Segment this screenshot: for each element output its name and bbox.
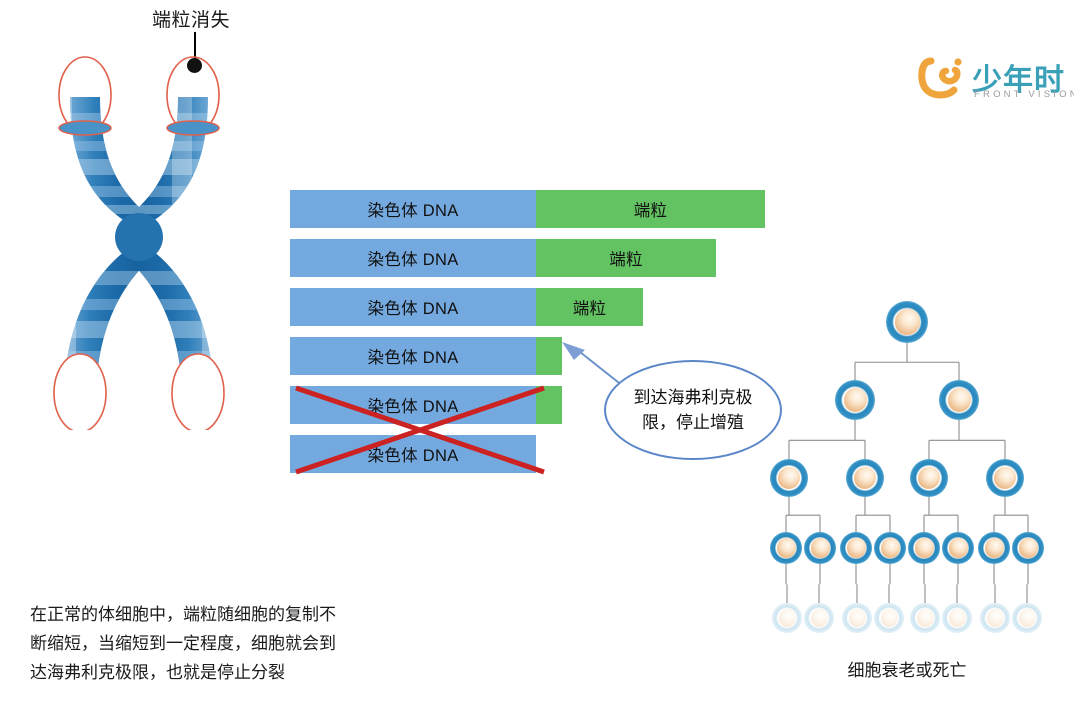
telomere-segment: 端粒 bbox=[536, 288, 643, 326]
logo-chinese-text: 少年时 bbox=[972, 64, 1065, 97]
senescent-cell bbox=[910, 603, 940, 633]
dividing-cell bbox=[846, 459, 884, 497]
telomere-segment: 端粒 bbox=[536, 239, 716, 277]
bar-row: 染色体 DNA bbox=[290, 386, 562, 424]
telomere-cap-top-left bbox=[58, 56, 112, 136]
callout-line-2: 限，停止增殖 bbox=[642, 413, 744, 432]
dividing-cell bbox=[1012, 532, 1044, 564]
cell-nucleus bbox=[915, 538, 934, 558]
cell-nucleus bbox=[986, 609, 1004, 627]
cell-nucleus bbox=[916, 609, 934, 627]
cell-nucleus bbox=[895, 309, 920, 335]
senescent-cell bbox=[842, 603, 872, 633]
cell-nucleus bbox=[777, 538, 796, 558]
cell-nucleus bbox=[949, 538, 968, 558]
chromosome-dna-segment: 染色体 DNA bbox=[290, 190, 536, 228]
dividing-cell bbox=[840, 532, 872, 564]
cell-nucleus bbox=[778, 609, 796, 627]
cell-nucleus bbox=[848, 609, 866, 627]
cell-nucleus bbox=[881, 538, 900, 558]
telomere-loss-leader-line bbox=[194, 32, 196, 62]
cell-nucleus bbox=[985, 538, 1004, 558]
cell-nucleus bbox=[810, 609, 828, 627]
telomere-cap-bottom-left bbox=[53, 353, 107, 430]
cell-division-tree: 细胞衰老或死亡 bbox=[740, 300, 1074, 700]
telomere-cap-bottom-right bbox=[171, 353, 225, 430]
description-line-1: 在正常的体细胞中，端粒随细胞的复制不 bbox=[30, 605, 336, 624]
cell-nucleus bbox=[778, 466, 801, 490]
callout-line-1: 到达海弗利克极 bbox=[633, 387, 753, 407]
chromosome-dna-segment: 染色体 DNA bbox=[290, 386, 536, 424]
dividing-cell bbox=[770, 532, 802, 564]
telomere-segment: 端粒 bbox=[536, 190, 765, 228]
dividing-cell bbox=[835, 380, 875, 420]
cell-nucleus bbox=[947, 388, 971, 412]
centromere bbox=[115, 213, 163, 261]
senescent-cell bbox=[980, 603, 1010, 633]
senescent-cell bbox=[1012, 603, 1042, 633]
cell-nucleus bbox=[948, 609, 966, 627]
chromosome-illustration bbox=[53, 56, 225, 430]
cell-nucleus bbox=[811, 538, 830, 558]
senescent-cell bbox=[942, 603, 972, 633]
cell-nucleus bbox=[843, 388, 867, 412]
brand-logo: 少年时 FRONT VISION bbox=[918, 55, 1074, 110]
cell-tree-caption: 细胞衰老或死亡 bbox=[847, 661, 967, 680]
description-line-2: 断缩短，当缩短到一定程度，细胞就会到 bbox=[30, 634, 336, 654]
dividing-cell bbox=[770, 459, 808, 497]
hayflick-limit-callout: 到达海弗利克极 限，停止增殖 bbox=[604, 360, 782, 460]
chromosome-dna-segment: 染色体 DNA bbox=[290, 239, 536, 277]
cell-nucleus bbox=[880, 609, 898, 627]
chromosome-dna-segment: 染色体 DNA bbox=[290, 288, 536, 326]
cell-nucleus bbox=[847, 538, 866, 558]
telomere-loss-label: 端粒消失 bbox=[152, 10, 231, 31]
senescent-cell bbox=[804, 603, 834, 633]
dividing-cell bbox=[942, 532, 974, 564]
cell-nucleus bbox=[854, 466, 877, 490]
cell-nucleus bbox=[1018, 609, 1036, 627]
dividing-cell bbox=[908, 532, 940, 564]
dividing-cell bbox=[874, 532, 906, 564]
dividing-cell bbox=[978, 532, 1010, 564]
dividing-cell bbox=[886, 301, 928, 343]
description-line-3: 达海弗利克极限，也就是停止分裂 bbox=[30, 663, 285, 683]
cell-nucleus bbox=[994, 466, 1017, 490]
dividing-cell bbox=[804, 532, 836, 564]
senescent-cell bbox=[772, 603, 802, 633]
cell-nucleus bbox=[1019, 538, 1038, 558]
bar-row: 染色体 DNA bbox=[290, 435, 536, 473]
logo-english-text: FRONT VISION bbox=[974, 89, 1074, 100]
telomere-loss-marker-dot bbox=[187, 58, 202, 73]
dividing-cell bbox=[939, 380, 979, 420]
logo-mark-icon bbox=[918, 57, 962, 99]
telomere-segment bbox=[536, 337, 562, 375]
dividing-cell bbox=[986, 459, 1024, 497]
dividing-cell bbox=[910, 459, 948, 497]
bar-row: 染色体 DNA bbox=[290, 337, 562, 375]
cell-nucleus bbox=[918, 466, 941, 490]
senescent-cell bbox=[874, 603, 904, 633]
description-paragraph: 在正常的体细胞中，端粒随细胞的复制不 断缩短，当缩短到一定程度，细胞就会到 达海… bbox=[30, 600, 460, 688]
tree-connector-lines bbox=[785, 343, 1029, 603]
telomere-cap-top-right bbox=[166, 56, 220, 136]
chromosome-dna-segment: 染色体 DNA bbox=[290, 337, 536, 375]
chromosome-dna-segment: 染色体 DNA bbox=[290, 435, 536, 473]
